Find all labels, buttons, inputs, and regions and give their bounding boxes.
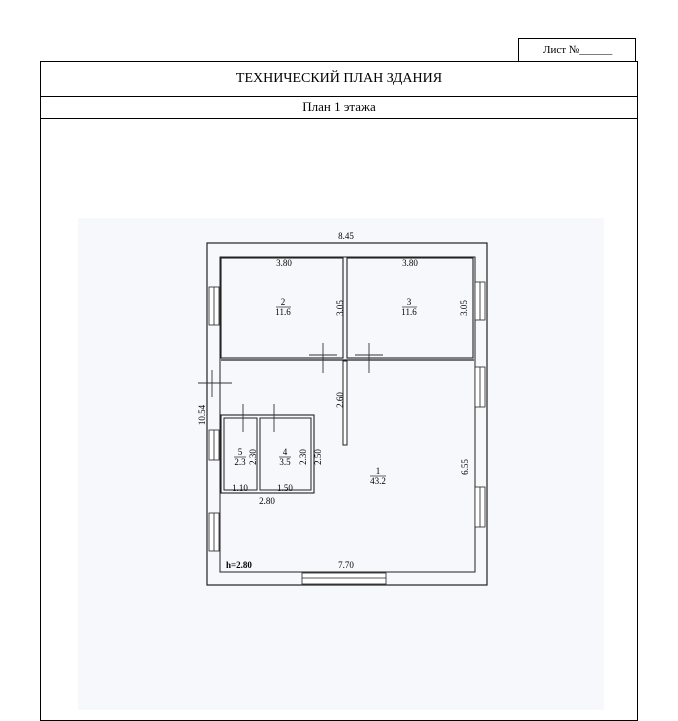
plan-canvas bbox=[78, 218, 604, 710]
outer-wall-inner bbox=[219, 256, 476, 573]
room-3-outline bbox=[346, 257, 474, 359]
room-2-area: 11.6 bbox=[275, 307, 291, 317]
ceiling-height-label: h=2.80 bbox=[226, 560, 252, 570]
dim-room5-height: 2.30 bbox=[248, 449, 258, 465]
dim-overall-width: 8.45 bbox=[338, 231, 354, 241]
room-2-outline bbox=[220, 257, 344, 359]
room-5-number: 5 bbox=[238, 447, 243, 457]
room-4-outline bbox=[259, 417, 312, 491]
dim-block-width: 2.80 bbox=[259, 496, 275, 506]
bath-block-outline bbox=[220, 414, 315, 494]
room-5-area: 2.3 bbox=[234, 457, 246, 467]
room-2-number: 2 bbox=[281, 297, 286, 307]
windows bbox=[208, 281, 486, 585]
dim-partition-length: 2.60 bbox=[335, 392, 345, 408]
room-5-outline bbox=[223, 417, 258, 491]
room-4-number: 4 bbox=[283, 447, 288, 457]
door-symbols bbox=[198, 343, 383, 432]
dim-room3-width: 3.80 bbox=[402, 258, 418, 268]
dim-overall-depth: 10.54 bbox=[197, 404, 207, 425]
dim-room1-depth: 6.55 bbox=[460, 459, 470, 475]
floor-plan-subtitle: План 1 этажа bbox=[41, 96, 637, 119]
dim-room5-width: 1.10 bbox=[232, 483, 248, 493]
dim-room4-width: 1.50 bbox=[277, 483, 293, 493]
dim-room3-depth: 3.05 bbox=[459, 300, 469, 316]
sheet-number-label: Лист №______ bbox=[543, 44, 613, 56]
dim-room2-width: 3.80 bbox=[276, 258, 292, 268]
dim-room4-height: 2.30 bbox=[298, 449, 308, 465]
partition-stub bbox=[342, 360, 348, 446]
room-1-number: 1 bbox=[376, 466, 381, 476]
room-3-number: 3 bbox=[407, 297, 412, 307]
drawing-title: ТЕХНИЧЕСКИЙ ПЛАН ЗДАНИЯ bbox=[41, 62, 637, 97]
outer-wall-outer bbox=[206, 242, 488, 586]
dim-room1-width: 7.70 bbox=[338, 560, 354, 570]
room-4-area: 3.5 bbox=[279, 457, 291, 467]
room-1-area: 43.2 bbox=[370, 476, 386, 486]
dimension-labels: 8.45 3.80 3.80 3.05 3.05 2.60 10.54 2.30… bbox=[197, 231, 470, 570]
dim-room2-depth: 3.05 bbox=[335, 300, 345, 316]
room-3-area: 11.6 bbox=[401, 307, 417, 317]
room-labels: 2 11.6 3 11.6 1 43.2 4 3.5 5 2.3 bbox=[234, 297, 417, 486]
dim-block-height: 2.50 bbox=[313, 449, 323, 465]
